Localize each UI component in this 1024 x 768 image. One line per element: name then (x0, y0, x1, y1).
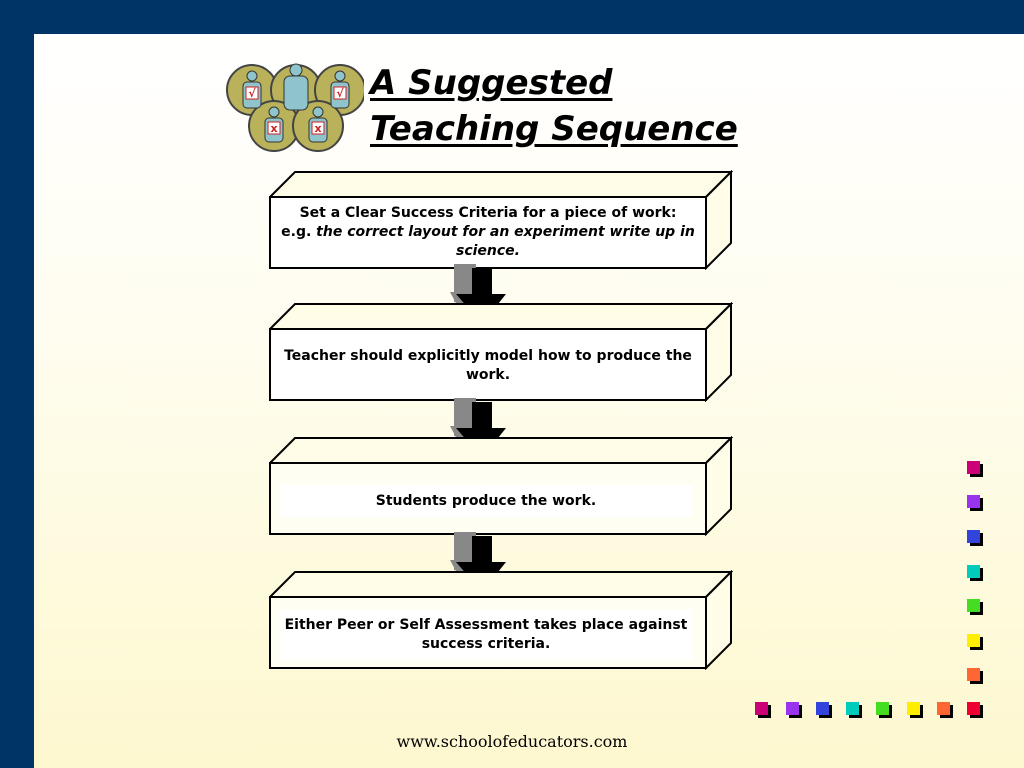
decor-square (755, 702, 768, 715)
decor-square (967, 668, 980, 681)
decor-square (967, 495, 980, 508)
page-title: A Suggested Teaching Sequence (370, 60, 738, 152)
decor-square (816, 702, 829, 715)
decor-square (967, 599, 980, 612)
decor-square (967, 565, 980, 578)
assessment-people-icon: √ √ x x (226, 63, 364, 152)
slide: √ √ x x A Suggested Teaching Sequence Se… (34, 34, 1024, 768)
decor-square (967, 702, 980, 715)
footer-url: www.schoolofeducators.com (396, 732, 628, 751)
decor-square (937, 702, 950, 715)
step-1-prefix: e.g. (281, 223, 317, 240)
step-1-main: Set a Clear Success Criteria for a piece… (299, 204, 677, 221)
decor-square (786, 702, 799, 715)
decor-square (846, 702, 859, 715)
title-line-2: Teaching Sequence (370, 109, 738, 149)
svg-text:x: x (270, 122, 277, 135)
svg-text:√: √ (336, 87, 344, 100)
title-line-1: A Suggested (370, 63, 613, 103)
step-1-example: the correct layout for an experiment wri… (316, 223, 695, 259)
step-text-1: Set a Clear Success Criteria for a piece… (278, 202, 698, 262)
decor-square (967, 530, 980, 543)
decor-square (907, 702, 920, 715)
decor-square (967, 634, 980, 647)
step-1-example-line: e.g. the correct layout for an experimen… (278, 223, 698, 261)
step-text-3: Students produce the work. (280, 485, 692, 517)
svg-text:√: √ (248, 87, 256, 100)
step-text-2: Teacher should explicitly model how to p… (282, 344, 694, 388)
decor-square (967, 461, 980, 474)
svg-text:x: x (314, 122, 321, 135)
decor-square (876, 702, 889, 715)
step-text-4: Either Peer or Self Assessment takes pla… (280, 610, 692, 660)
